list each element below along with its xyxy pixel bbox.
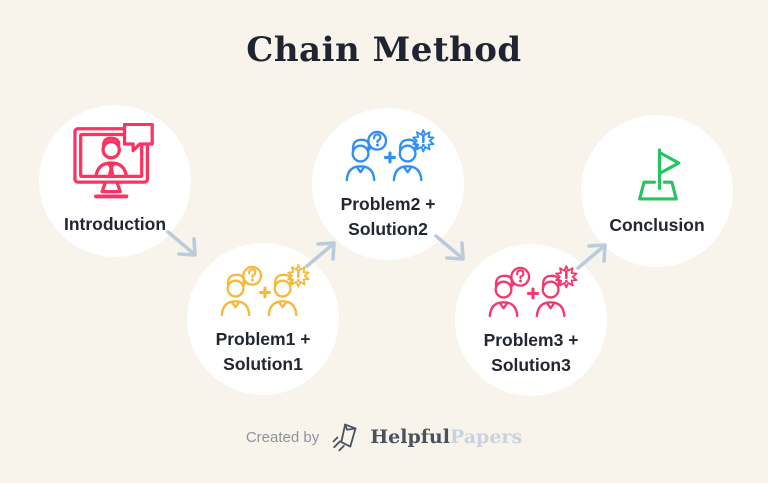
arrow-down-right-icon bbox=[162, 228, 204, 268]
node-label-line2: Solution3 bbox=[491, 355, 571, 375]
problem-solution-people-icon bbox=[337, 128, 439, 185]
arrow-up-right-icon bbox=[572, 232, 614, 272]
node-label-line2: Solution2 bbox=[348, 219, 428, 239]
brand-name: HelpfulPapers bbox=[370, 426, 522, 448]
node-label: Introduction bbox=[63, 214, 167, 235]
arrow-up-right-icon bbox=[301, 230, 343, 270]
node-label: Problem3 + Solution3 bbox=[484, 328, 579, 378]
node-introduction: Introduction bbox=[39, 105, 191, 257]
helpfulpapers-logo-icon bbox=[329, 422, 360, 453]
brand-name-primary: Helpful bbox=[370, 426, 450, 448]
node-problem1-solution1: Problem1 + Solution1 bbox=[187, 243, 339, 395]
node-label: Problem2 + Solution2 bbox=[341, 192, 436, 242]
problem-solution-people-icon bbox=[480, 264, 582, 321]
page-title: Chain Method bbox=[246, 30, 522, 70]
presenter-monitor-icon bbox=[71, 123, 159, 205]
node-label-line1: Problem1 + bbox=[215, 329, 311, 350]
node-conclusion: Conclusion bbox=[581, 115, 733, 267]
brand-name-secondary: Papers bbox=[449, 426, 523, 448]
node-problem3-solution3: Problem3 + Solution3 bbox=[455, 244, 607, 396]
node-label: Problem1 + Solution1 bbox=[216, 327, 311, 377]
problem-solution-people-icon bbox=[212, 263, 314, 320]
footer-credit: Created by HelpfulPapers bbox=[0, 419, 768, 455]
node-label-line1: Problem2 + bbox=[340, 194, 436, 215]
created-by-text: Created by bbox=[245, 428, 320, 446]
node-problem2-solution2: Problem2 + Solution2 bbox=[312, 108, 464, 260]
node-label-line2: Solution1 bbox=[223, 354, 303, 374]
node-label: Conclusion bbox=[609, 215, 705, 236]
arrow-down-right-icon bbox=[430, 232, 472, 272]
node-label-line1: Problem3 + bbox=[483, 330, 579, 351]
finish-flag-icon bbox=[626, 146, 688, 206]
